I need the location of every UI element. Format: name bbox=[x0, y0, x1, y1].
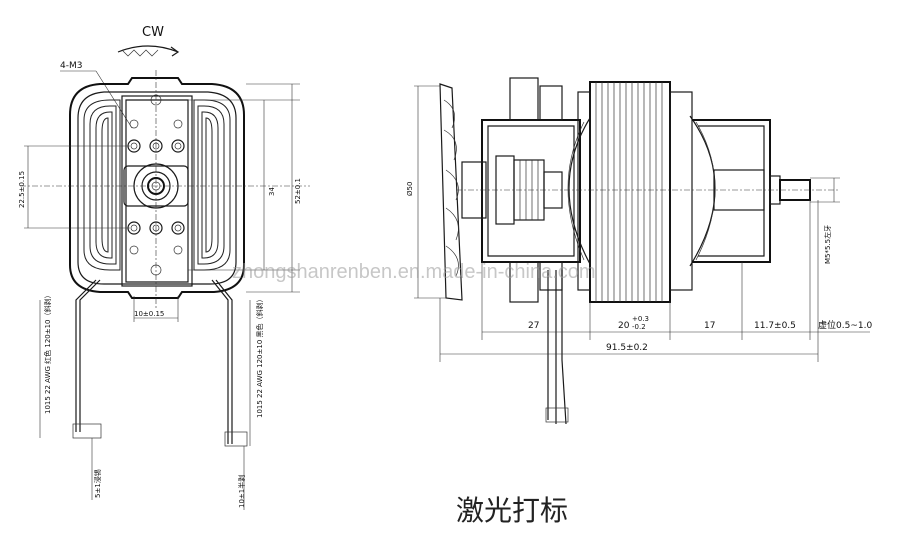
dim-22-5: 22.5±0.15 bbox=[18, 171, 26, 208]
wire-left-label: 1015 22 AWG 红色 120±10（斜剥） bbox=[43, 291, 52, 414]
dim-20-tol-dn: -0.2 bbox=[632, 323, 646, 331]
dim-11-7: 11.7±0.5 bbox=[754, 321, 796, 331]
fan-blade bbox=[439, 83, 463, 301]
left-coil bbox=[83, 99, 121, 271]
dia-50: Ø50 bbox=[406, 182, 414, 196]
thread-label: M5*5.5左牙 bbox=[823, 225, 832, 264]
side-view: Ø50 bbox=[406, 77, 872, 425]
dim-27: 27 bbox=[528, 321, 539, 331]
dim-10: 10±0.15 bbox=[134, 310, 164, 318]
dim-91-5: 91.5±0.2 bbox=[606, 343, 648, 353]
rotation-label: CW bbox=[142, 25, 164, 40]
wire-right-label: 1015 22 AWG 120±10 黑色（斜剥） bbox=[255, 295, 264, 418]
dim-17: 17 bbox=[704, 321, 715, 331]
screw-label: 4-M3 bbox=[60, 61, 82, 71]
lead-wires bbox=[39, 279, 251, 447]
watermark: zhongshanrenben.en.made-in-china.com bbox=[232, 261, 596, 283]
stator-stack bbox=[577, 81, 693, 303]
dim-34: 34 bbox=[268, 187, 276, 196]
cw-arrow-icon bbox=[117, 45, 180, 57]
caption: 激光打标 bbox=[456, 494, 568, 527]
rear-bracket bbox=[481, 119, 581, 263]
right-coil bbox=[193, 99, 231, 271]
dim-20-tol-up: +0.3 bbox=[632, 315, 649, 323]
dim-virtual: 虚位0.5~1.0 bbox=[818, 319, 872, 331]
strip-right-label: 10±1半剥 bbox=[237, 475, 246, 508]
dim-20: 20 bbox=[618, 321, 630, 331]
dim-52: 52±0.1 bbox=[294, 178, 302, 204]
strip-left-label: 5±1浸锡 bbox=[93, 469, 102, 498]
front-view: CW 4-M3 bbox=[18, 25, 310, 510]
bracket-outline bbox=[69, 77, 245, 299]
